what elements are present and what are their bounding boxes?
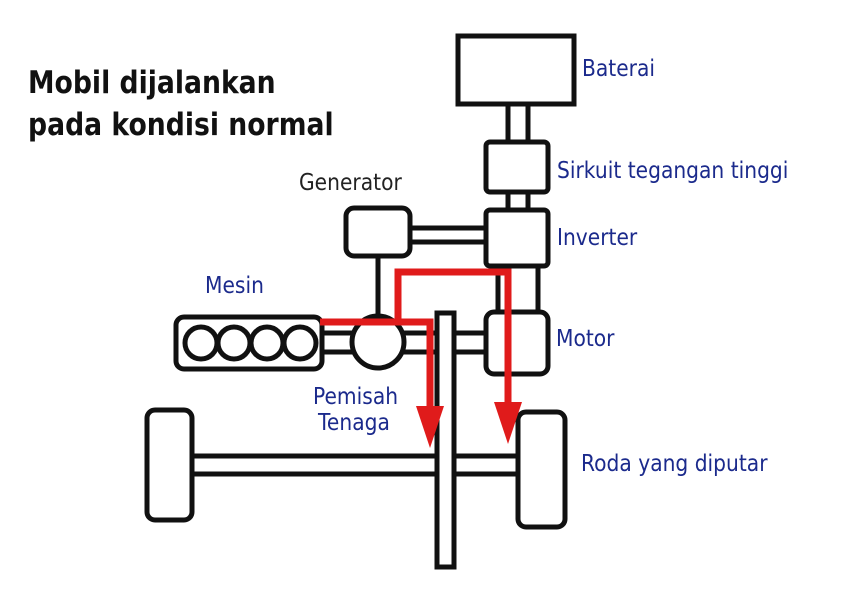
label-generator: Generator [299, 170, 402, 196]
title-line-2: pada kondisi normal [28, 107, 334, 143]
label-driven-wheels: Roda yang diputar [581, 451, 768, 477]
generator-inverter-link [410, 225, 486, 245]
label-power-splitter-line-2: Tenaga [318, 410, 390, 436]
label-inverter: Inverter [557, 225, 638, 251]
axle [189, 453, 523, 477]
label-battery: Baterai [582, 56, 656, 82]
generator-box [343, 205, 413, 259]
right-wheel [515, 409, 568, 530]
battery-box [455, 33, 577, 107]
flow-arrowhead-motor [494, 402, 522, 444]
motor-box [483, 309, 551, 377]
label-engine: Mesin [205, 273, 264, 299]
power-splitter [349, 313, 407, 371]
flow-arrow-engine-to-wheels [320, 318, 434, 415]
label-power-splitter-line-1: Pemisah [313, 384, 399, 410]
left-wheel [144, 407, 195, 523]
flow-arrowhead-engine [416, 406, 444, 448]
engine-cylinders [182, 324, 319, 362]
title-line-1: Mobil dijalankan [28, 65, 276, 101]
high-voltage-circuit-box [483, 139, 551, 195]
diagram-title: Mobil dijalankan pada kondisi normal [28, 62, 334, 146]
label-motor: Motor [556, 326, 615, 352]
drive-gear [434, 310, 457, 570]
label-high-voltage-circuit: Sirkuit tegangan tinggi [557, 158, 789, 184]
flow-arrow-to-motor [394, 268, 512, 410]
inverter-box [483, 207, 551, 269]
